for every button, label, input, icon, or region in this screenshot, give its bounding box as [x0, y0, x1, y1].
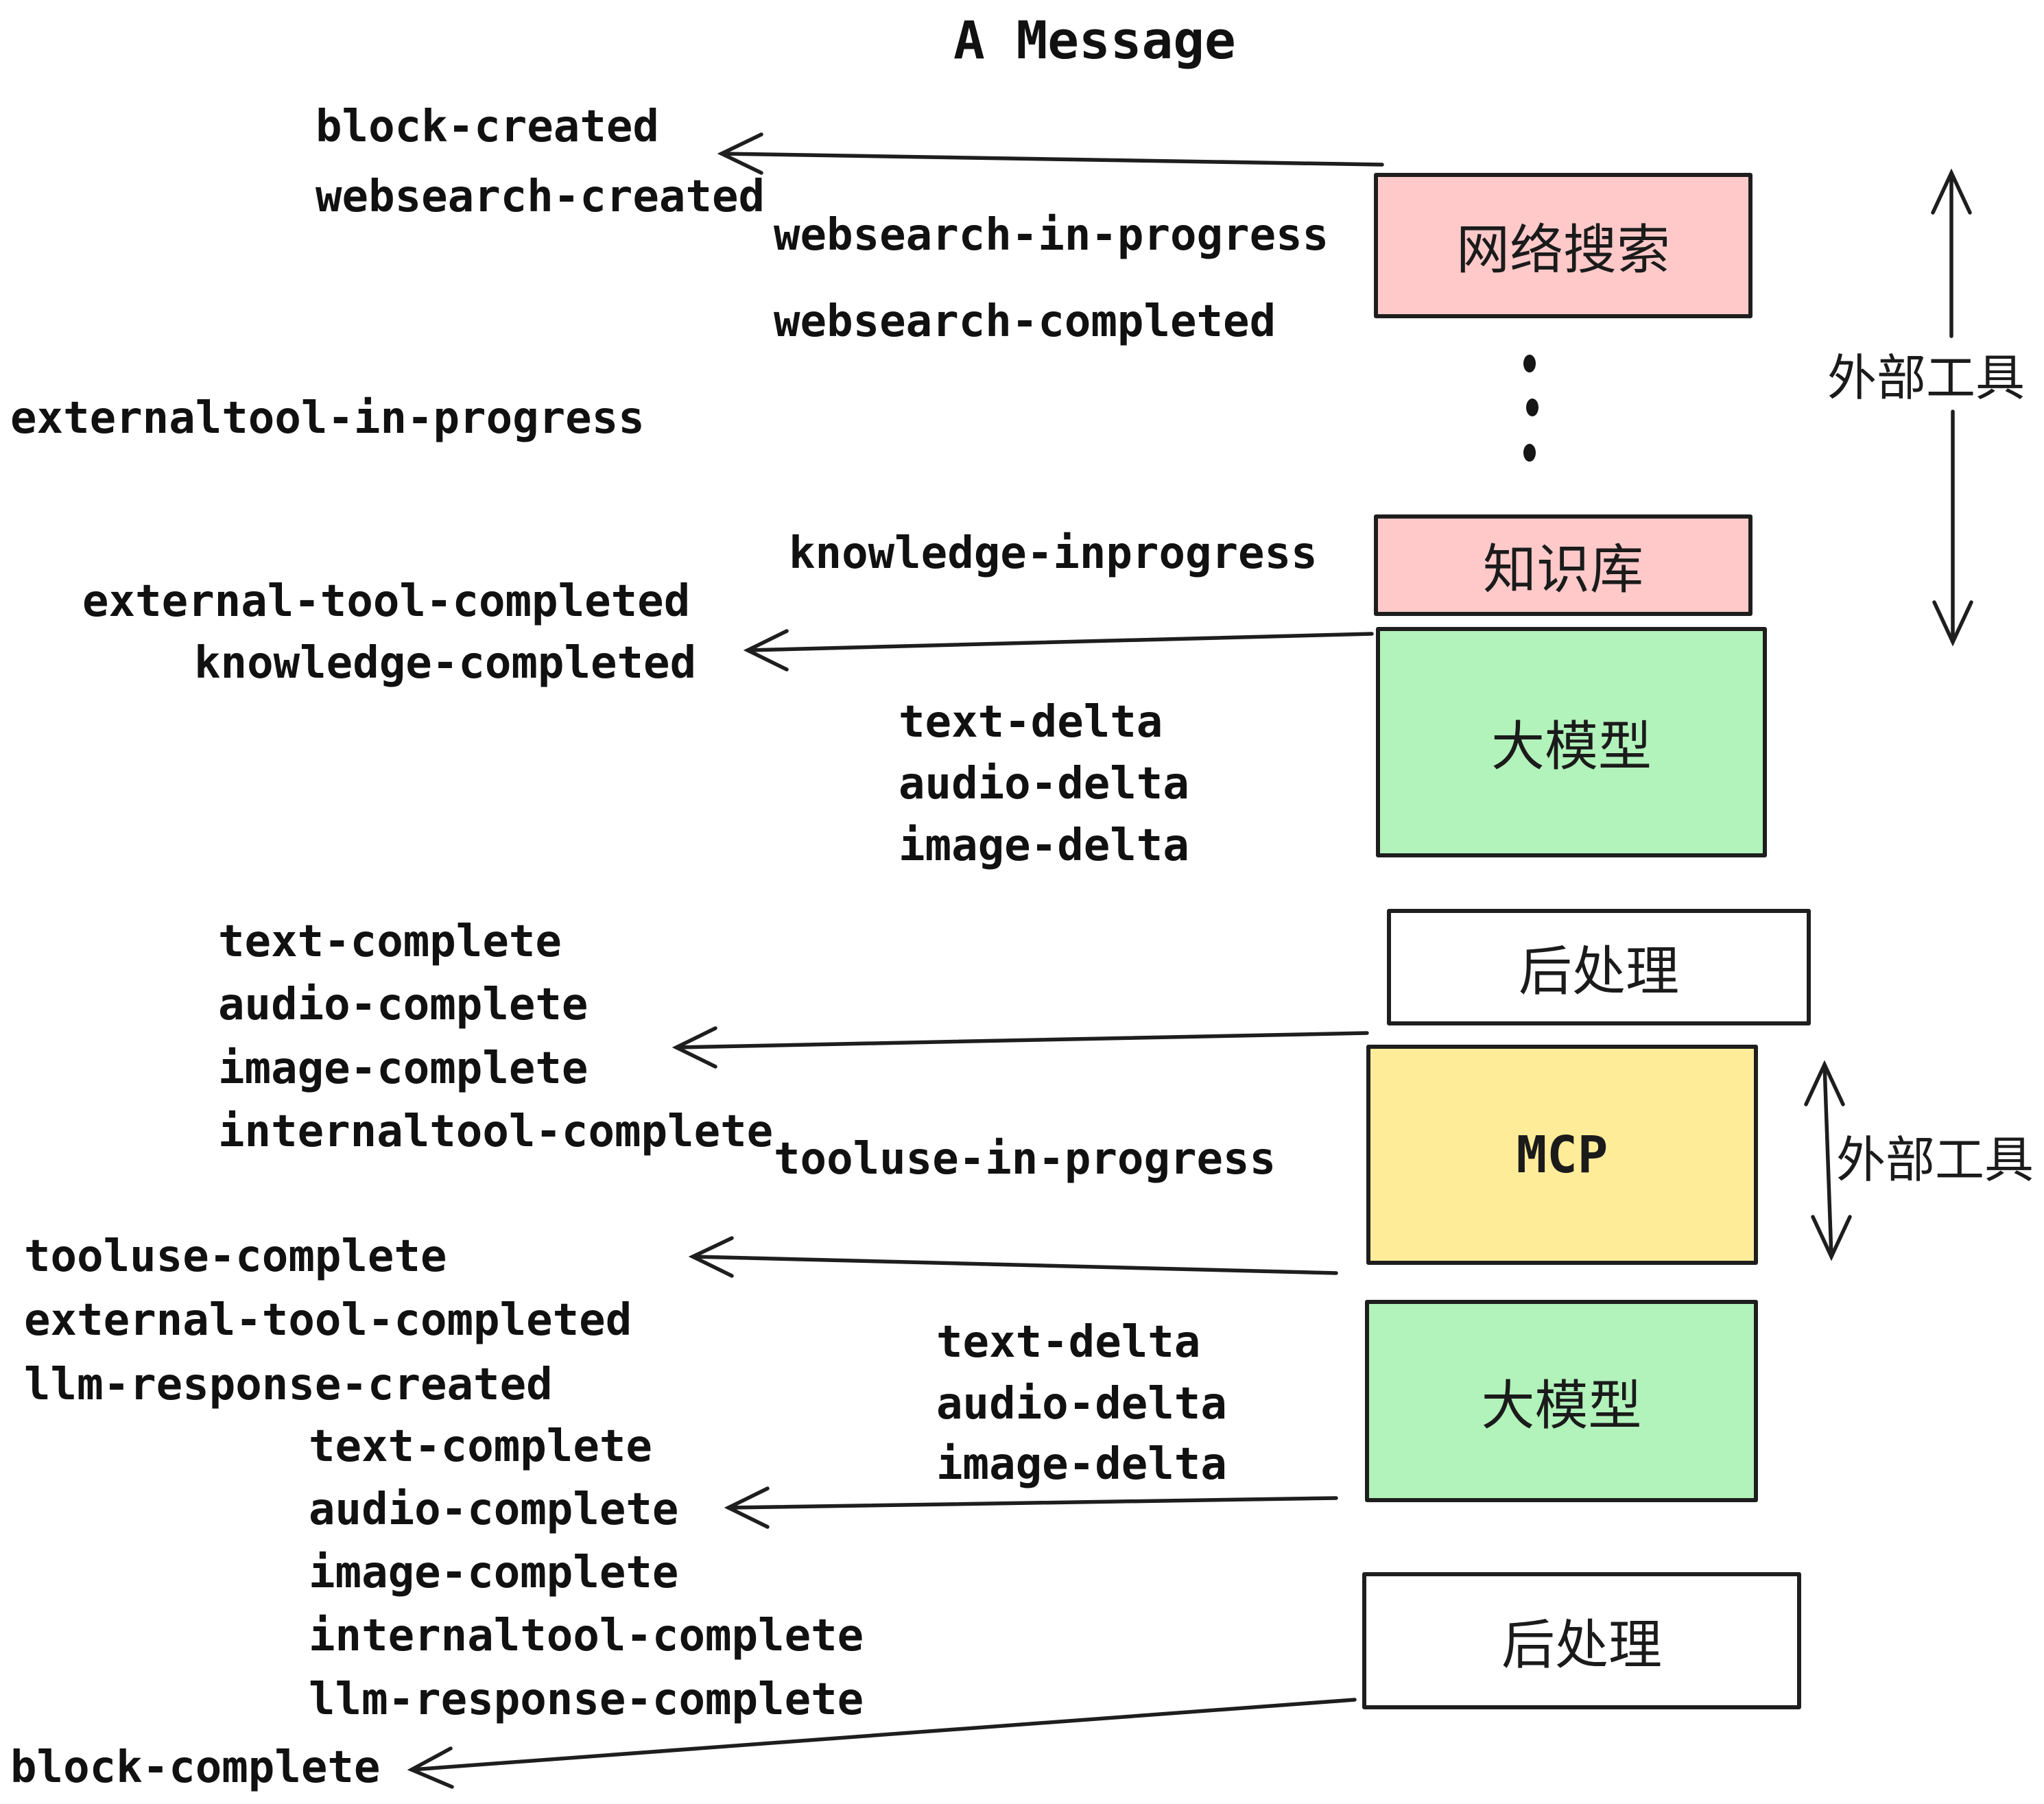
arrow-to-tooluse-complete-icon [688, 1236, 1338, 1278]
event-text-complete-2: text-complete [309, 1421, 652, 1472]
arrow-to-block-created-icon [717, 132, 1384, 175]
postprocess-box-2: 后处理 [1362, 1572, 1801, 1709]
event-llm-response-created: llm-response-created [24, 1360, 553, 1410]
event-audio-complete-2: audio-complete [309, 1484, 679, 1535]
event-knowledge-completed: knowledge-completed [194, 638, 697, 689]
event-external-tool-completed-1: external-tool-completed [82, 576, 691, 627]
external-tools-label-1: 外部工具 [1827, 349, 2025, 407]
external-tools-down-arrow-icon [1932, 410, 1973, 647]
event-internaltool-complete-2: internaltool-complete [309, 1611, 864, 1661]
event-externaltool-in-progress: externaltool-in-progress [10, 393, 645, 444]
event-audio-complete-1: audio-complete [218, 980, 589, 1030]
mcp-box: MCP [1366, 1045, 1758, 1265]
event-internaltool-complete-1: internaltool-complete [218, 1106, 774, 1157]
external-tools-up-arrow-icon [1931, 168, 1972, 338]
event-websearch-in-progress: websearch-in-progress [774, 210, 1329, 261]
event-image-complete-2: image-complete [309, 1547, 679, 1598]
event-text-delta-1: text-delta [899, 697, 1163, 748]
external-tools-label-2: 外部工具 [1836, 1131, 2034, 1189]
event-text-delta-2: text-delta [936, 1317, 1201, 1368]
event-audio-delta-1: audio-delta [899, 759, 1189, 809]
event-websearch-completed: websearch-completed [774, 296, 1276, 347]
event-external-tool-completed-2: external-tool-completed [24, 1295, 632, 1346]
event-block-complete: block-complete [10, 1742, 381, 1793]
event-websearch-created: websearch-created [316, 171, 765, 222]
event-tooluse-in-progress: tooluse-in-progress [774, 1134, 1276, 1185]
event-block-created: block-created [316, 102, 659, 152]
websearch-box: 网络搜索 [1374, 173, 1752, 318]
page-title: A Message [953, 10, 1236, 71]
postprocess-box-2-label: 后处理 [1501, 1615, 1662, 1676]
llm-box-2-label: 大模型 [1481, 1375, 1642, 1437]
event-audio-delta-2: audio-delta [936, 1379, 1227, 1429]
event-tooluse-complete: tooluse-complete [24, 1231, 447, 1282]
event-image-complete-1: image-complete [218, 1043, 589, 1094]
llm-box-2: 大模型 [1365, 1300, 1758, 1502]
arrow-to-image-complete-icon [672, 1026, 1369, 1069]
event-image-delta-2: image-delta [936, 1439, 1227, 1490]
knowledge-base-box: 知识库 [1374, 514, 1752, 616]
ellipsis-dots-icon [1523, 355, 1538, 462]
event-text-complete-1: text-complete [218, 916, 562, 967]
event-knowledge-inprogress: knowledge-inprogress [789, 528, 1318, 579]
postprocess-box-1: 后处理 [1387, 909, 1811, 1025]
mcp-box-label: MCP [1516, 1125, 1608, 1185]
llm-box-1: 大模型 [1376, 627, 1767, 857]
postprocess-box-1-label: 后处理 [1518, 941, 1679, 1003]
arrow-to-audio-complete-icon [724, 1486, 1338, 1529]
arrow-to-block-complete-icon [407, 1698, 1357, 1789]
external-tools-double-arrow-icon [1804, 1060, 1852, 1261]
knowledge-base-box-label: 知识库 [1482, 539, 1643, 601]
websearch-box-label: 网络搜索 [1455, 219, 1670, 281]
arrow-to-knowledge-completed-icon [743, 629, 1374, 672]
event-llm-response-complete: llm-response-complete [309, 1674, 864, 1725]
llm-box-1-label: 大模型 [1490, 716, 1652, 778]
event-image-delta-1: image-delta [899, 820, 1189, 871]
